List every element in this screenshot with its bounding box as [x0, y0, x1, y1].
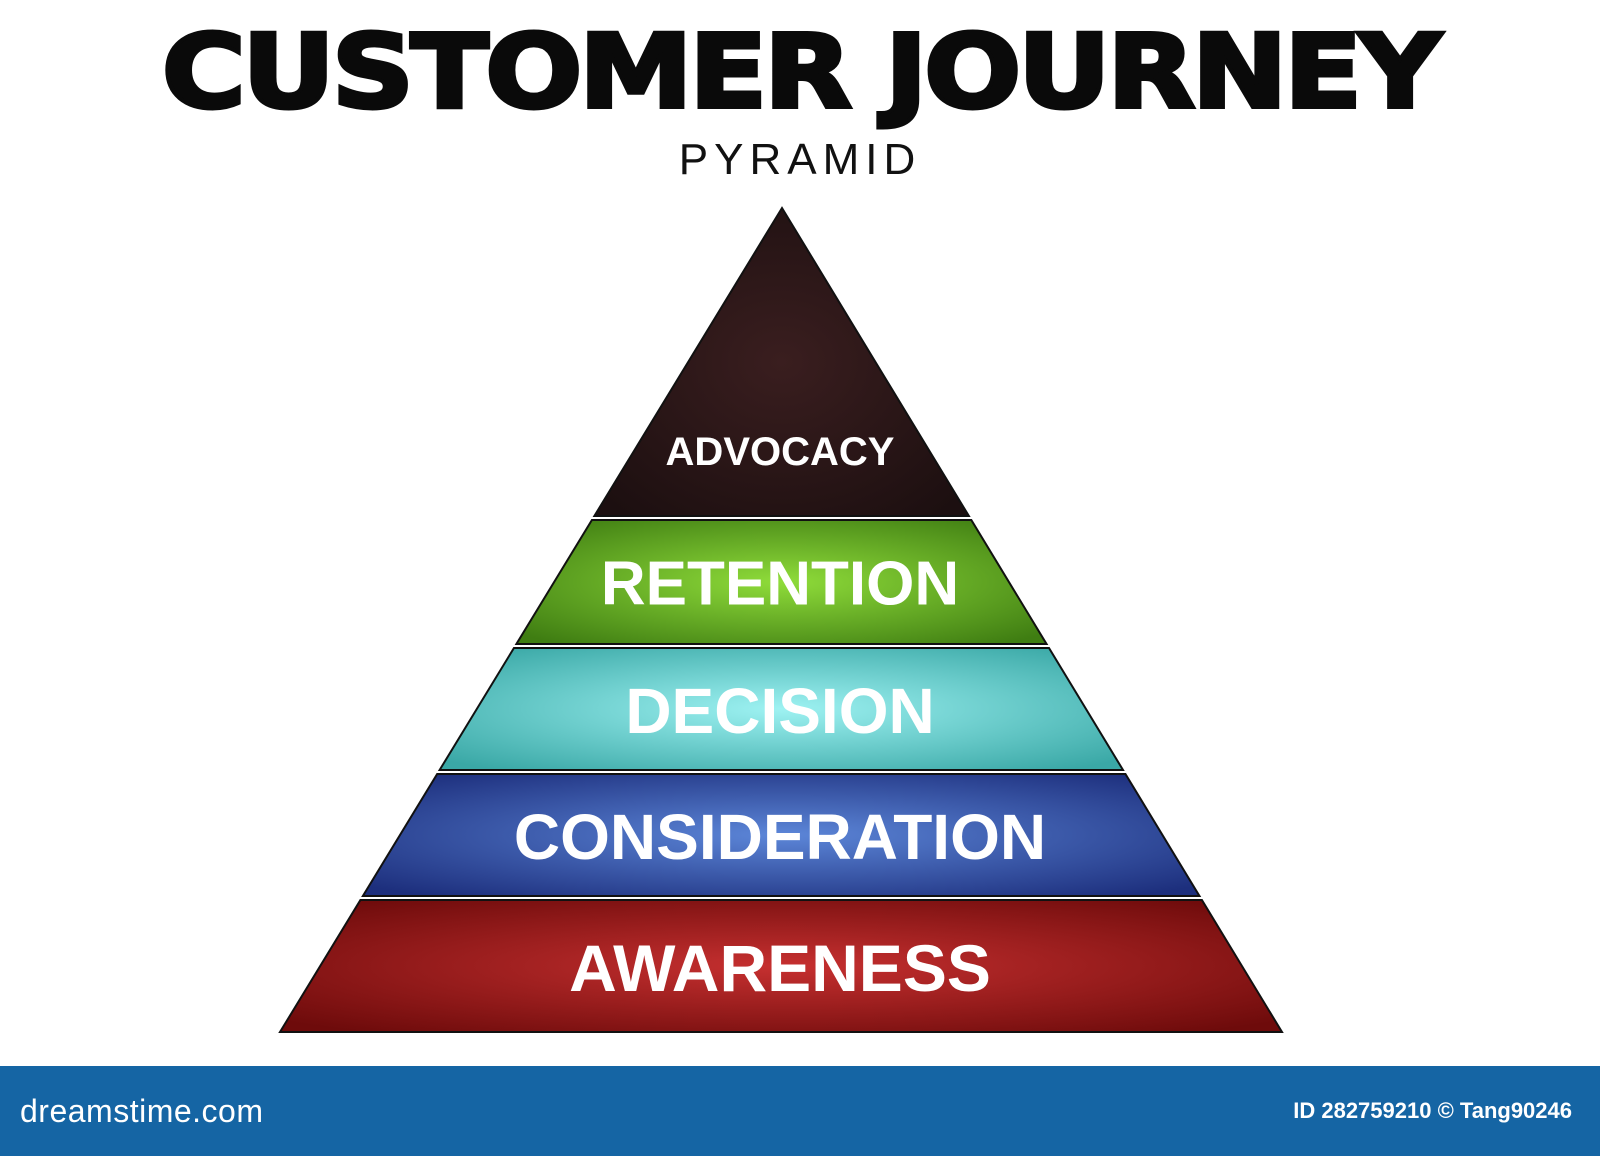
page-title: CUSTOMER JOURNEY — [160, 13, 1444, 132]
pyramid-level-awareness — [278, 899, 1284, 1033]
pyramid-level-consideration — [361, 773, 1202, 897]
footer-bar: dreamstime.com ID 282759210 © Tang90246 — [0, 1066, 1600, 1156]
pyramid-level-retention — [514, 519, 1049, 645]
pyramid-label-awareness: AWARENESS — [569, 931, 991, 1005]
customer-journey-pyramid: ADVOCACY RETENTION DECISION CONSIDERATION AW… — [278, 206, 1284, 1033]
pyramid-label-retention: RETENTION — [601, 550, 959, 619]
pyramid-level-advocacy — [592, 206, 971, 517]
dreamstime-logo[interactable]: dreamstime.com — [20, 1093, 264, 1129]
page-subtitle: PYRAMID — [678, 135, 922, 184]
image-id-credit: ID 282759210 © Tang90246 — [1293, 1098, 1572, 1123]
pyramid-label-consideration: CONSIDERATION — [514, 801, 1046, 873]
pyramid-level-decision — [437, 647, 1125, 771]
pyramid-label-decision: DECISION — [625, 675, 934, 747]
pyramid-label-advocacy: ADVOCACY — [666, 430, 895, 474]
